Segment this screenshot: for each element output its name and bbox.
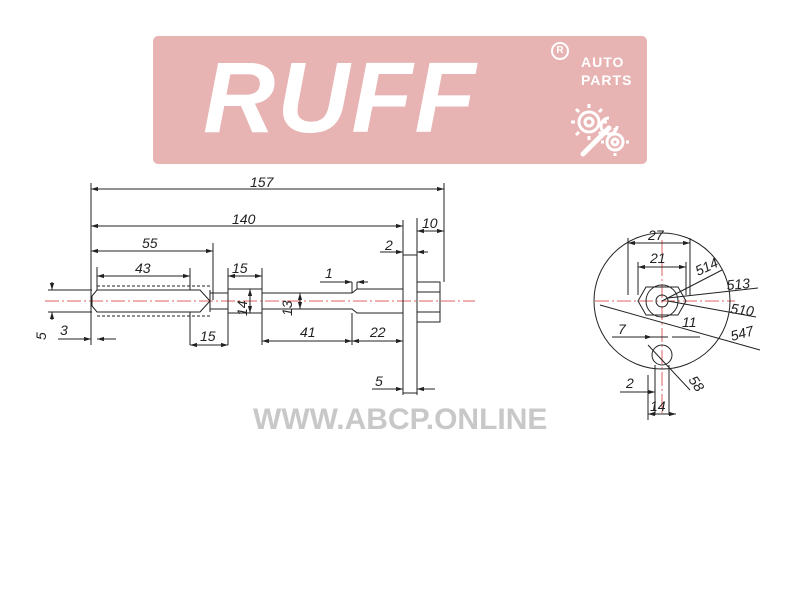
watermark-text: WWW.ABCP.ONLINE: [253, 403, 548, 436]
registered-mark: R: [551, 42, 569, 60]
dim-13: 13: [279, 300, 295, 316]
gears-wrench-icon: [571, 104, 629, 157]
dim-27: 27: [647, 227, 665, 243]
dim-10: 10: [422, 215, 438, 231]
dim-58: 58: [686, 373, 708, 395]
dim-2: 2: [384, 237, 393, 253]
dim-43: 43: [135, 260, 151, 276]
dim-157: 157: [250, 174, 275, 190]
dim-5-left: 5: [33, 332, 49, 340]
dim-41: 41: [300, 324, 316, 340]
dim-21: 21: [649, 250, 666, 266]
dim-55: 55: [142, 235, 158, 251]
end-view-labels: 27 21 514 513 510 7 11 547 2 58 14: [618, 227, 757, 414]
dim-14: 14: [234, 300, 250, 316]
dim-510: 510: [730, 300, 756, 319]
dim-514: 514: [693, 254, 721, 278]
end-view: [593, 232, 761, 420]
side-view: [45, 183, 475, 395]
dim-7: 7: [618, 321, 627, 337]
dim-11: 11: [682, 314, 697, 330]
tagline-auto: AUTO: [581, 54, 625, 70]
dim-5-bottom: 5: [375, 373, 383, 389]
dim-3: 3: [60, 322, 68, 338]
logo-banner: RUFF R AUTO PARTS: [153, 36, 647, 164]
dim-1: 1: [325, 265, 333, 281]
dim-513: 513: [726, 275, 751, 293]
tagline-parts: PARTS: [581, 72, 633, 88]
dim-547: 547: [729, 322, 757, 344]
dim-22: 22: [369, 324, 386, 340]
brand-name: RUFF: [203, 42, 478, 154]
dim-14-end: 14: [650, 398, 666, 414]
dim-140: 140: [232, 211, 256, 227]
dim-15-bottom: 15: [200, 328, 216, 344]
dim-15-top: 15: [232, 260, 248, 276]
dim-2-end: 2: [625, 375, 634, 391]
side-view-labels: 157 140 10 2 55 43 15 1 14 13 5 3 15 41 …: [33, 174, 438, 389]
